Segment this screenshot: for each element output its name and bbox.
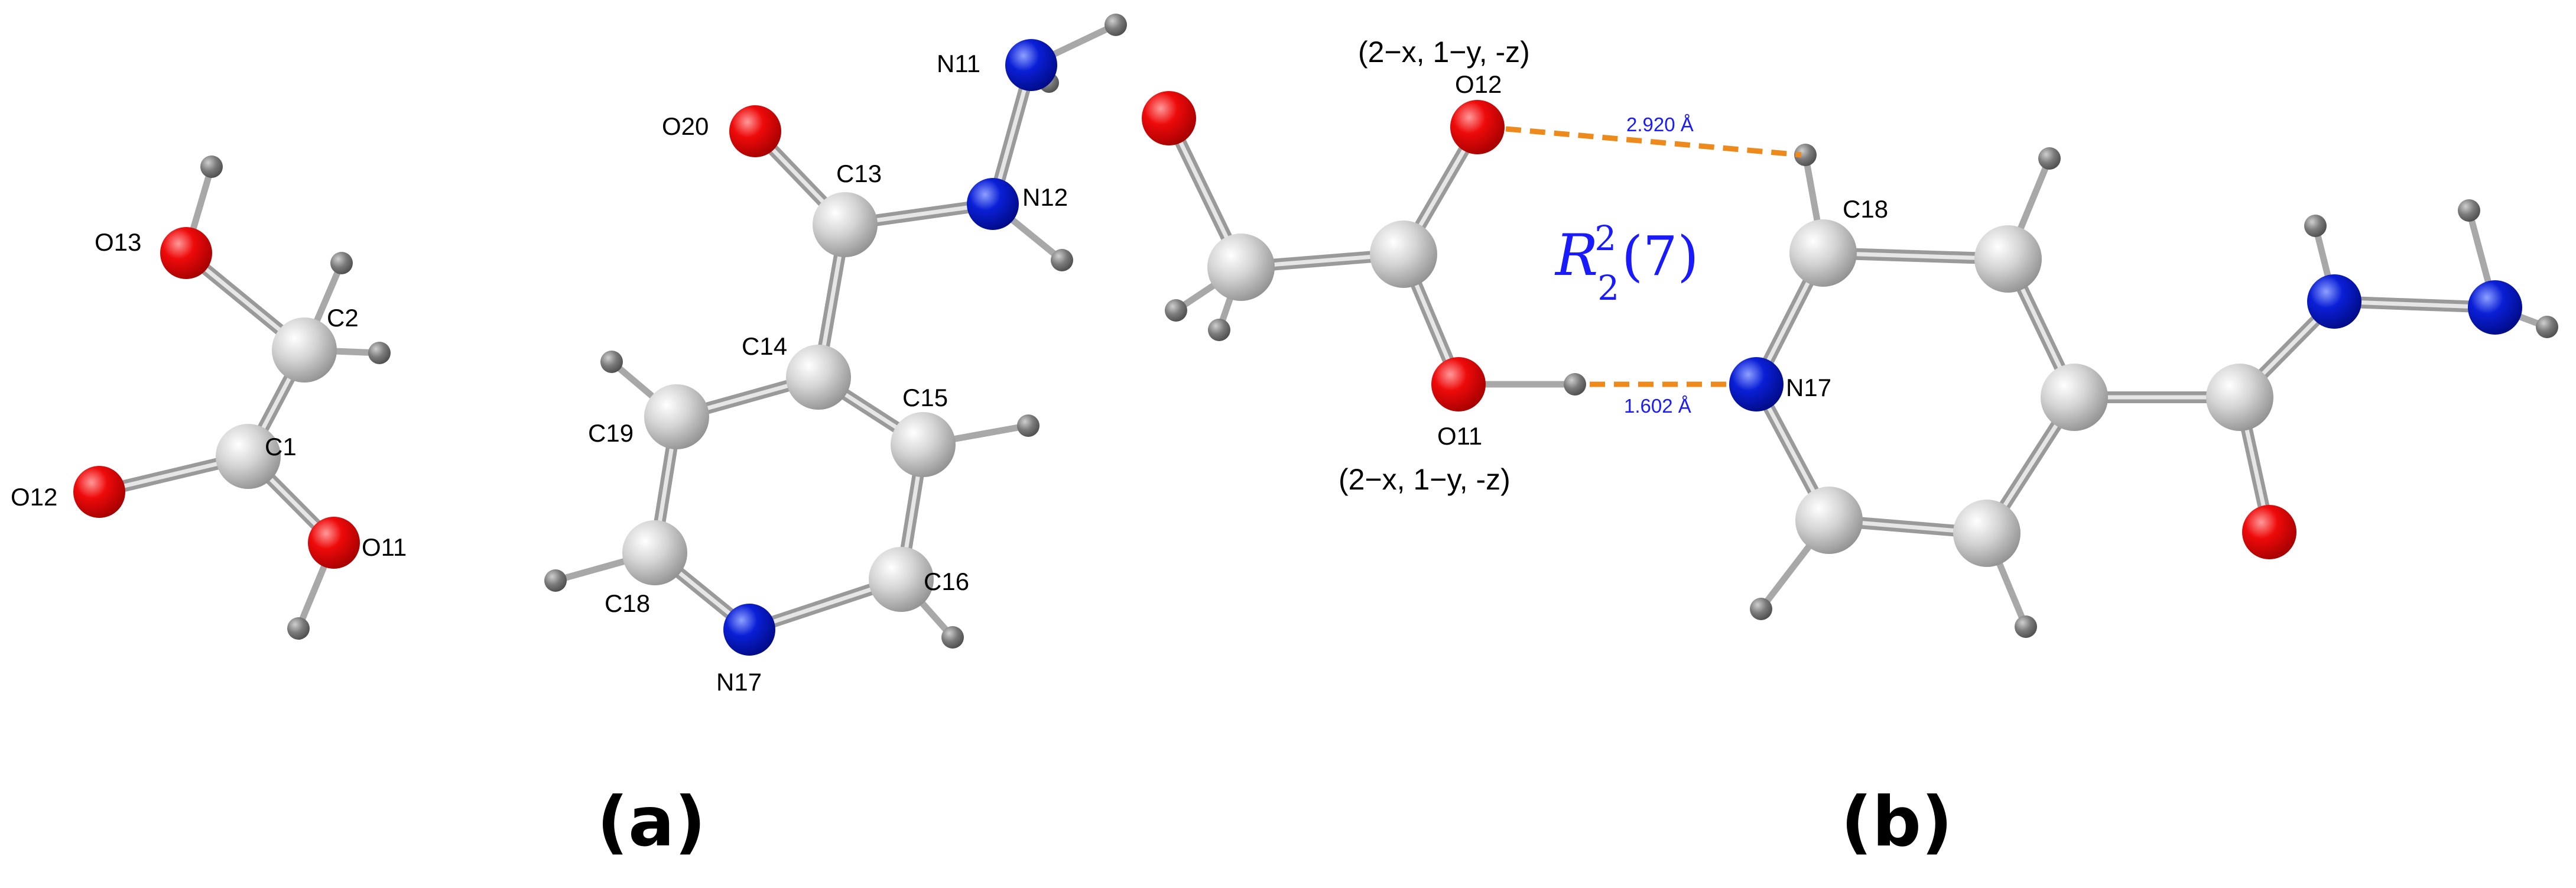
ring-motif-letter: R [1554, 222, 1598, 289]
hydrogen-atom [1794, 144, 1817, 166]
atoms [1142, 91, 1586, 411]
atom-label-O12-b: O12 [1455, 70, 1502, 98]
atom-label-O11: O11 [362, 533, 407, 561]
oxygen-atom-O12 [1450, 100, 1505, 154]
distance-label-top: 2.920 Å [1626, 114, 1694, 135]
atom-labels: O13 C2 C1 O12 O11 [11, 228, 407, 561]
nitrogen-atom [2307, 274, 2361, 329]
carbon-atom [1974, 225, 2042, 293]
isoniazid-fragment [1729, 144, 2558, 638]
nitrogen-atom-N11 [1005, 39, 1057, 91]
hydrogen-atom [2536, 316, 2558, 338]
nitrogen-atom-N12 [967, 178, 1019, 230]
atoms [544, 14, 1127, 656]
carbon-atom-C19 [644, 384, 709, 449]
oxygen-atom [2242, 505, 2296, 559]
hydrogen-atom [1750, 598, 1772, 620]
atom-label-C18-b: C18 [1843, 195, 1888, 223]
oxygen-atom-O12 [73, 466, 125, 518]
hydrogen-atom [1564, 373, 1586, 396]
hydrogen-atom [1165, 299, 1187, 322]
atom-label-N12: N12 [1022, 183, 1068, 211]
oxygen-atom-O11 [1431, 357, 1486, 411]
atoms [1729, 144, 2558, 638]
ring-motif-superscript: 2 [1594, 218, 1616, 258]
hydrogen-atom [600, 351, 623, 373]
ring-motif-size: (7) [1622, 225, 1698, 288]
atoms [73, 155, 391, 640]
hydrogen-atom [200, 155, 223, 178]
atom-label-C13: C13 [836, 160, 882, 187]
panel-label-a: (a) [597, 782, 706, 862]
atom-label-C1: C1 [265, 433, 297, 461]
oxygen-atom-O13 [160, 227, 212, 279]
bonds [1750, 151, 2551, 630]
atom-label-O12: O12 [11, 483, 57, 511]
hydrogen-bonds [1505, 126, 1802, 387]
atom-label-N17-b: N17 [1786, 374, 1831, 401]
symmetry-code-top: (2−x, 1−y, -z) [1358, 35, 1530, 69]
hydrogen-atom [2038, 147, 2061, 170]
nitrogen-atom-N17 [723, 604, 775, 656]
atom-label-C2: C2 [327, 304, 359, 332]
atom-label-C15: C15 [902, 384, 948, 411]
hydrogen-bond-top [1505, 126, 1802, 158]
atom-label-O13: O13 [95, 228, 141, 256]
panel-label-b: (b) [1841, 782, 1953, 862]
atom-label-C16: C16 [924, 568, 969, 595]
atom-label-C19: C19 [588, 419, 634, 447]
carbon-atom [2206, 364, 2273, 431]
carbon-atom-C16 [869, 547, 934, 612]
atom-label-C18: C18 [605, 589, 650, 617]
glycolic-acid-molecule: O13 C2 C1 O12 O11 [11, 155, 407, 640]
atom-label-C14: C14 [742, 332, 787, 360]
distance-label-bottom: 1.602 Å [1624, 395, 1691, 417]
carbon-atom-C15 [891, 412, 956, 477]
nitrogen-atom [2468, 280, 2522, 335]
atom-label-N17: N17 [716, 668, 762, 696]
hydrogen-atom [544, 569, 567, 592]
carbon-atom-C1 [216, 424, 281, 489]
hydrogen-atom [2304, 215, 2327, 237]
atom-label-O20: O20 [662, 112, 709, 140]
isoniazid-molecule: O20 C13 N11 N12 C14 C15 C19 C18 C16 N17 [544, 14, 1127, 696]
carbon-atom-C14 [786, 345, 851, 410]
atom-label-N11: N11 [937, 50, 980, 77]
carbon-atom-C18 [622, 520, 687, 585]
carbon-atom-C2 [272, 317, 337, 383]
atom-labels: O20 C13 N11 N12 C14 C15 C19 C18 C16 N17 [588, 50, 1068, 696]
oxygen-atom-O20 [729, 105, 781, 157]
hydrogen-atom [287, 617, 310, 640]
panel-b-annotations: (2−x, 1−y, -z) O12 2.920 Å C18 R2 2(7) 1.… [1339, 35, 1888, 496]
carbon-atom [1953, 500, 2020, 567]
ring-motif: R2 2(7) [1554, 218, 1698, 308]
carbon-atom [1207, 234, 1275, 301]
nitrogen-atom-N17 [1729, 357, 1784, 411]
carbon-atom-C13 [813, 192, 878, 257]
symmetry-code-bottom: (2−x, 1−y, -z) [1339, 463, 1510, 496]
carbon-atom [1795, 487, 1863, 554]
atom-label-O11-b: O11 [1437, 422, 1482, 450]
oxygen-atom [1142, 91, 1196, 145]
oxygen-atom-O11 [308, 517, 360, 569]
hydrogen-atom [941, 626, 964, 649]
hydrogen-atom [2015, 615, 2037, 638]
hydrogen-atom [2458, 199, 2480, 222]
carbon-atom [2041, 364, 2108, 431]
acid-fragment [1142, 91, 1586, 411]
hydrogen-atom [1017, 414, 1040, 437]
ring-motif-subscript: 2 [1597, 268, 1619, 308]
hydrogen-atom [368, 342, 391, 364]
hydrogen-atom [1105, 14, 1127, 36]
hydrogen-atom [1208, 319, 1230, 341]
hydrogen-atom [330, 252, 353, 274]
hydrogen-atom [1051, 249, 1073, 271]
carbon-atom-C18 [1789, 219, 1857, 287]
carbon-atom [1370, 221, 1437, 288]
